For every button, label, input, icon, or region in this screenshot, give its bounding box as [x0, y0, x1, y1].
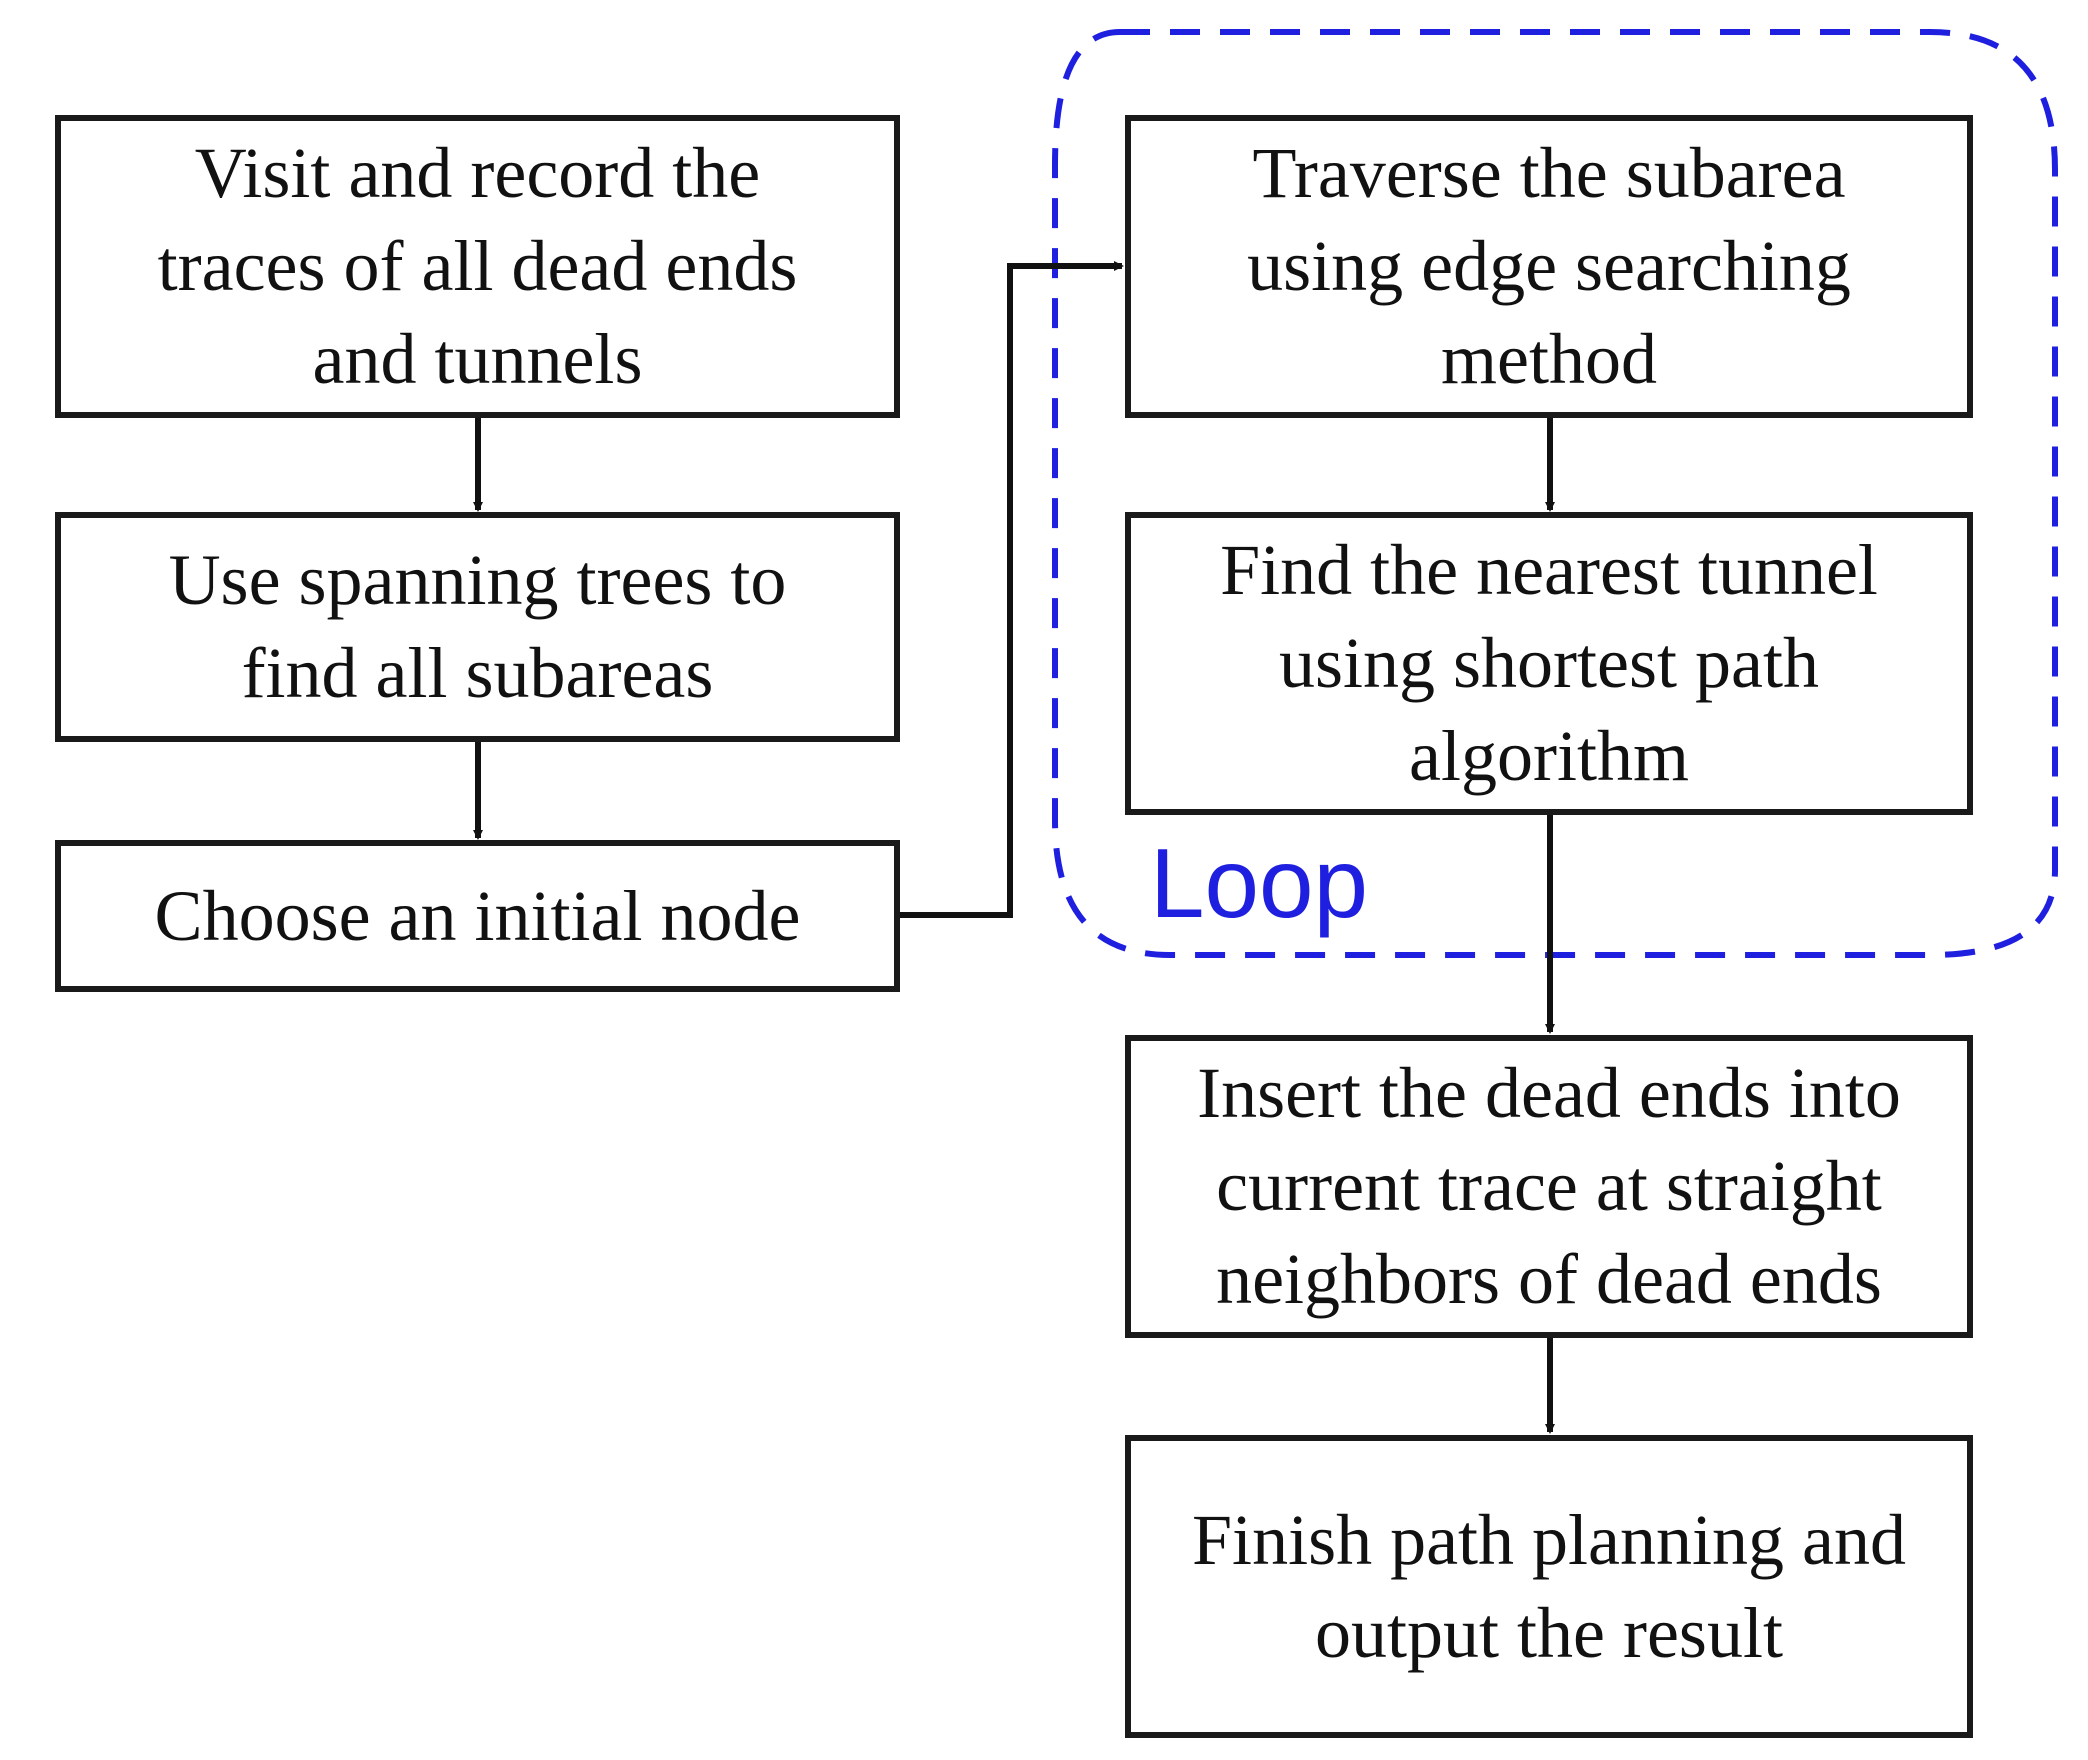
loop-label: Loop	[1150, 828, 1369, 938]
step-insert-dead-ends: Insert the dead ends into current trace …	[1125, 1035, 1973, 1338]
loop-boundary	[1052, 29, 2058, 958]
step-nearest-tunnel-text: Find the nearest tunnel using shortest p…	[1220, 530, 1878, 796]
step-visit-record: Visit and record the traces of all dead …	[55, 115, 900, 418]
step-finish-text: Finish path planning and output the resu…	[1192, 1499, 1906, 1673]
arrow-initial-to-traverse	[900, 261, 1124, 918]
step-visit-record-text: Visit and record the traces of all dead …	[157, 133, 798, 399]
step-finish: Finish path planning and output the resu…	[1125, 1435, 1973, 1738]
step-initial-node: Choose an initial node	[55, 840, 900, 992]
step-spanning-trees: Use spanning trees to find all subareas	[55, 512, 900, 742]
step-traverse-subarea-text: Traverse the subarea using edge searchin…	[1247, 133, 1851, 399]
step-initial-node-text: Choose an initial node	[154, 875, 801, 956]
step-insert-dead-ends-text: Insert the dead ends into current trace …	[1197, 1053, 1901, 1319]
step-spanning-trees-text: Use spanning trees to find all subareas	[168, 540, 787, 713]
step-traverse-subarea: Traverse the subarea using edge searchin…	[1125, 115, 1973, 418]
step-nearest-tunnel: Find the nearest tunnel using shortest p…	[1125, 512, 1973, 815]
